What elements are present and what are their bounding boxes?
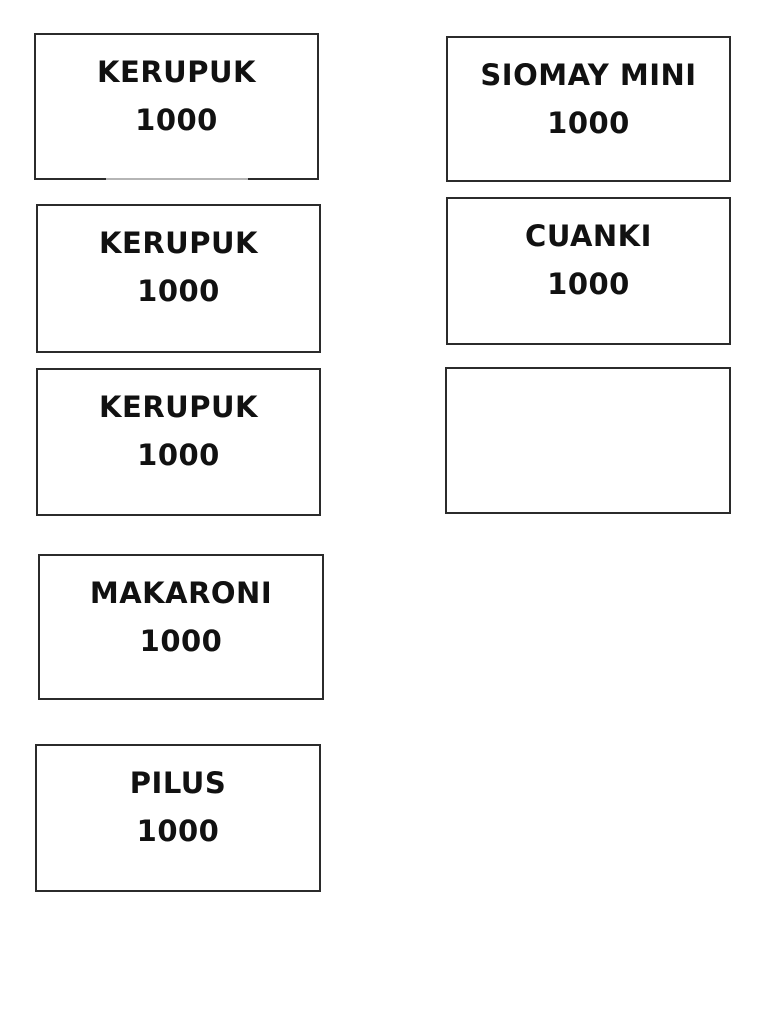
price-tag-card: CUANKI 1000 bbox=[446, 197, 731, 345]
price-tag-card: KERUPUK 1000 bbox=[34, 33, 319, 180]
price-tag-card: PILUS 1000 bbox=[35, 744, 321, 892]
product-price: 1000 bbox=[547, 267, 630, 301]
product-price: 1000 bbox=[137, 438, 220, 472]
product-price: 1000 bbox=[139, 624, 223, 658]
product-name: KERUPUK bbox=[97, 55, 256, 89]
price-tag-card: SIOMAY MINI 1000 bbox=[446, 36, 731, 182]
price-tag-card: KERUPUK 1000 bbox=[36, 368, 321, 516]
price-tag-card: MAKARONI 1000 bbox=[38, 554, 324, 700]
product-price: 1000 bbox=[137, 274, 220, 308]
product-name: PILUS bbox=[129, 766, 227, 800]
product-price: 1000 bbox=[136, 814, 220, 848]
product-name: KERUPUK bbox=[99, 390, 258, 424]
product-price: 1000 bbox=[547, 106, 630, 140]
product-price: 1000 bbox=[135, 103, 218, 137]
price-tag-card-empty bbox=[445, 367, 731, 514]
product-name: MAKARONI bbox=[89, 576, 273, 610]
product-name: SIOMAY MINI bbox=[480, 58, 697, 92]
product-name: CUANKI bbox=[525, 219, 652, 253]
faded-border-segment bbox=[106, 178, 248, 180]
product-name: KERUPUK bbox=[99, 226, 258, 260]
price-tag-card: KERUPUK 1000 bbox=[36, 204, 321, 353]
